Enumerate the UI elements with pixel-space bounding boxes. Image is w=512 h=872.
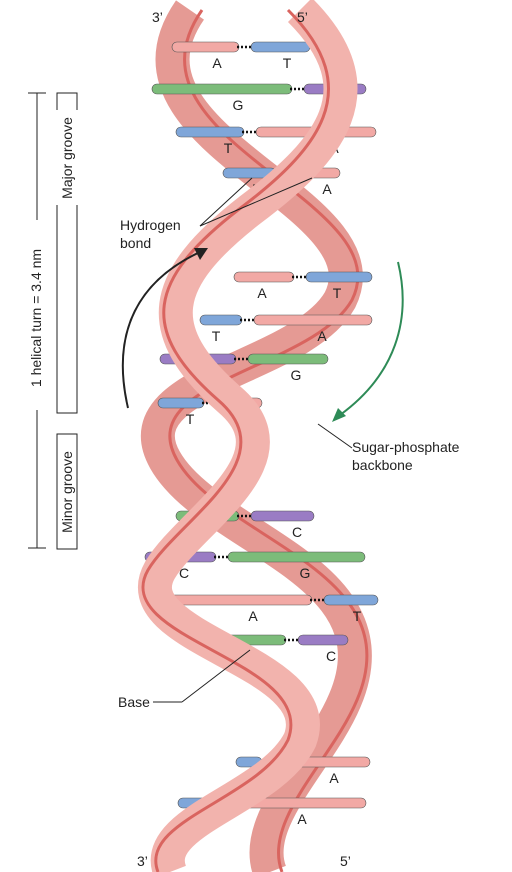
base-bar-left bbox=[170, 595, 312, 605]
base-letter-right: T bbox=[283, 55, 292, 71]
base-bar-right bbox=[324, 595, 378, 605]
base-bar-left bbox=[158, 398, 204, 408]
base-bar-left bbox=[152, 84, 292, 94]
base-bar-right bbox=[306, 272, 372, 282]
base-bar-right bbox=[251, 42, 310, 52]
major-groove-label: Major groove bbox=[59, 117, 75, 199]
base-letter-right: G bbox=[291, 367, 302, 383]
base-letter-left: T bbox=[186, 411, 195, 427]
base-bar-left bbox=[176, 127, 244, 137]
base-bar-left bbox=[172, 42, 239, 52]
backbone-leader bbox=[318, 424, 352, 448]
strand-end-bottom-left: 3’ bbox=[137, 853, 148, 869]
base-bar-left bbox=[234, 272, 294, 282]
strand-end-top-left: 3’ bbox=[152, 9, 163, 25]
base-label: Base bbox=[118, 694, 150, 710]
base-bar-right bbox=[254, 315, 372, 325]
base-letter-left: A bbox=[212, 55, 222, 71]
base-letter-right: A bbox=[297, 811, 307, 827]
base-letter-right: A bbox=[317, 328, 327, 344]
base-letter-right: T bbox=[353, 608, 362, 624]
base-letter-left: A bbox=[248, 608, 258, 624]
base-letter-right: C bbox=[292, 524, 302, 540]
base-letter-right: A bbox=[329, 770, 339, 786]
strand-end-bottom-right: 5’ bbox=[340, 853, 351, 869]
base-letter-right: G bbox=[300, 565, 311, 581]
helical-turn-label: 1 helical turn = 3.4 nm bbox=[28, 249, 44, 387]
base-bar-right bbox=[228, 552, 365, 562]
base-letter-right: C bbox=[326, 648, 336, 664]
hydrogen-bond-label-line2: bond bbox=[120, 235, 151, 251]
base-bar-right bbox=[298, 635, 348, 645]
base-letter-left: T bbox=[224, 140, 233, 156]
base-bar-right bbox=[248, 354, 328, 364]
minor-groove-label: Minor groove bbox=[59, 451, 75, 533]
hydrogen-bond-label-line1: Hydrogen bbox=[120, 217, 181, 233]
base-bar-left bbox=[200, 315, 242, 325]
backbone-label-line2: backbone bbox=[352, 457, 413, 473]
strand-end-top-right: 5’ bbox=[297, 9, 308, 25]
backbone-label-line1: Sugar-phosphate bbox=[352, 439, 460, 455]
base-letter-left: T bbox=[212, 328, 221, 344]
base-letter-left: A bbox=[257, 285, 267, 301]
base-letter-left: G bbox=[233, 97, 244, 113]
rotation-arrowhead-right bbox=[332, 408, 346, 422]
base-letter-right: A bbox=[322, 181, 332, 197]
base-bar-right bbox=[251, 511, 314, 521]
base-letter-right: T bbox=[333, 285, 342, 301]
